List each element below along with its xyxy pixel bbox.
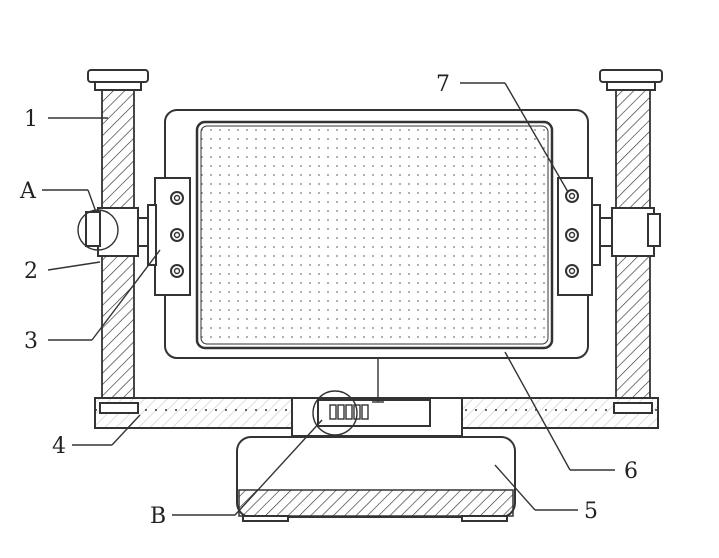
- label-7: 7: [436, 72, 450, 97]
- label-4: 4: [52, 434, 66, 459]
- display-frame: [164, 109, 589, 359]
- spring-coil: [329, 404, 369, 420]
- right-post: [593, 69, 663, 399]
- pedestal: [236, 436, 516, 522]
- label-6: 6: [624, 459, 638, 484]
- label-5: 5: [584, 499, 598, 524]
- base-bar: [94, 358, 659, 437]
- label-1: 1: [24, 107, 38, 132]
- label-2: 2: [24, 259, 38, 284]
- label-3: 3: [24, 329, 38, 354]
- detail-circle-b: [312, 390, 358, 436]
- detail-circle-a: [77, 209, 119, 251]
- label-a: A: [19, 179, 37, 204]
- adjustment-mechanism: [317, 399, 431, 427]
- left-post: [77, 69, 157, 399]
- right-bracket: [557, 177, 601, 296]
- left-bracket: [147, 177, 191, 296]
- label-b: B: [150, 504, 166, 529]
- leader-lines: [42, 82, 615, 516]
